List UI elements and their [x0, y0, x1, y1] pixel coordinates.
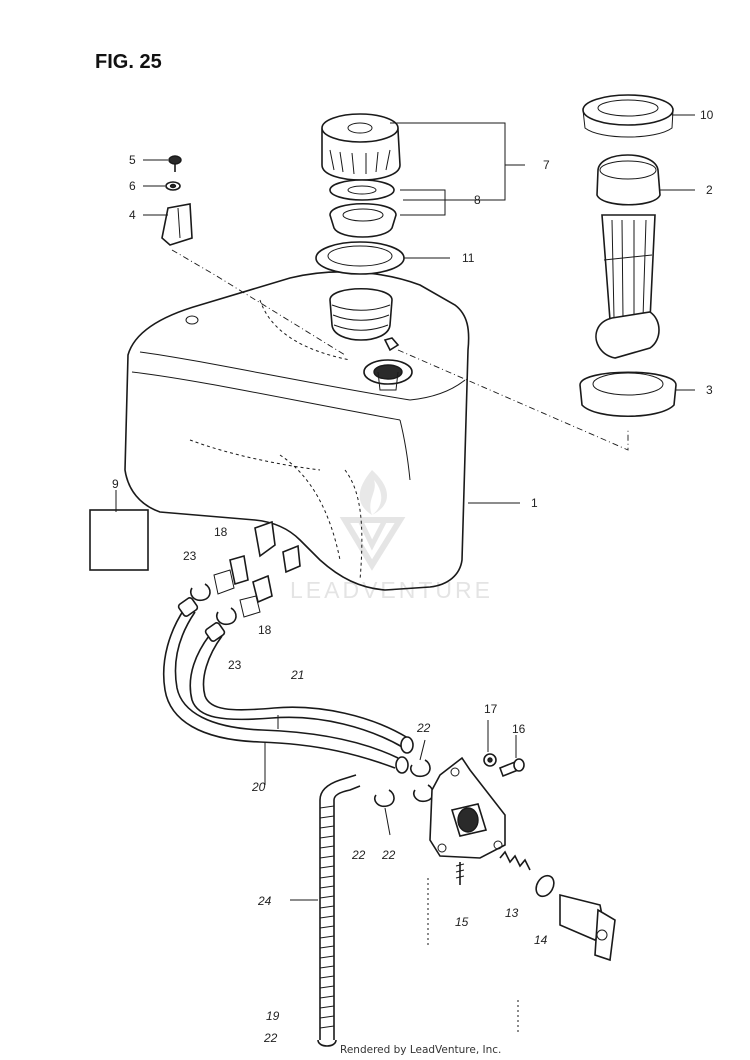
figure-title: FIG. 25 — [95, 51, 162, 73]
lever-14 — [559, 893, 616, 962]
cap-seal — [329, 202, 397, 238]
corrugated-hose — [317, 774, 361, 1047]
callout-14: 14 — [534, 933, 548, 947]
tank — [124, 271, 470, 591]
callout-1: 1 — [531, 496, 538, 510]
tank-outlets — [213, 520, 301, 618]
watermark-logo: LEADVENTURE — [290, 470, 490, 603]
filler-cap — [321, 113, 401, 181]
label-plate — [89, 509, 149, 571]
callout-10: 10 — [700, 108, 714, 122]
callout-22-right: 22 — [381, 848, 396, 862]
callout-17: 17 — [484, 702, 498, 716]
spring-13 — [499, 850, 531, 871]
callout-11: 11 — [462, 251, 475, 265]
callout-4: 4 — [129, 208, 136, 222]
callout-6: 6 — [129, 179, 136, 193]
callout-3: 3 — [706, 383, 713, 397]
screw-16 — [498, 758, 525, 778]
screw-15 — [455, 862, 465, 885]
callout-13: 13 — [505, 906, 519, 920]
bracket — [161, 203, 193, 246]
strainer-gasket-bottom — [579, 371, 677, 417]
neck-ring — [315, 241, 405, 341]
callout-22-left: 22 — [351, 848, 366, 862]
bolt — [168, 155, 182, 172]
callout-9: 9 — [112, 477, 119, 491]
leader-lines — [115, 114, 695, 1032]
strainer — [595, 154, 661, 359]
washer — [165, 181, 181, 191]
callout-24: 24 — [257, 894, 272, 908]
callout-18-bottom: 18 — [258, 623, 272, 637]
callout-23-top: 23 — [183, 549, 197, 563]
callout-5: 5 — [129, 153, 136, 167]
callout-21: 21 — [290, 668, 304, 682]
o-ring — [535, 874, 555, 898]
callout-8: 8 — [474, 193, 481, 207]
callout-18-top: 18 — [214, 525, 228, 539]
callout-22-top: 22 — [416, 721, 431, 735]
strainer-gasket-top — [582, 94, 674, 138]
callout-23-bottom: 23 — [228, 658, 242, 672]
callout-7: 7 — [543, 158, 550, 172]
callout-labels: 1 2 3 4 5 6 7 8 9 10 11 13 14 15 16 17 1… — [112, 108, 714, 1045]
hose-clips — [189, 583, 237, 626]
cap-gasket — [329, 179, 395, 201]
callout-20: 20 — [251, 780, 266, 794]
callout-16: 16 — [512, 722, 526, 736]
callout-22-bottom: 22 — [263, 1031, 278, 1045]
callout-2: 2 — [706, 183, 713, 197]
hoses — [162, 597, 414, 774]
pump-body — [429, 756, 506, 859]
footer-credit: Rendered by LeadVenture, Inc. — [340, 1044, 501, 1056]
washer-17 — [483, 753, 497, 767]
callout-15: 15 — [455, 915, 469, 929]
callout-19: 19 — [266, 1009, 280, 1023]
